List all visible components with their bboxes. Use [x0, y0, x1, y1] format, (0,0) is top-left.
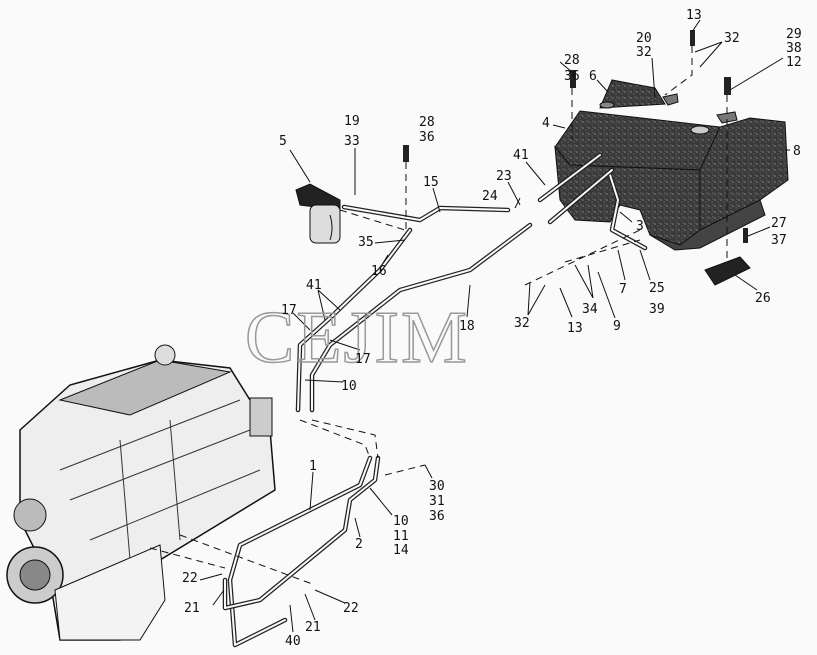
- callout-29: 29: [786, 27, 802, 42]
- callout-9: 9: [613, 319, 621, 334]
- callout-22: 22: [182, 571, 198, 586]
- dashed-assembly-lines: [149, 46, 728, 586]
- callout-1: 1: [309, 459, 317, 474]
- callout-36: 36: [429, 509, 445, 524]
- callout-15: 15: [423, 175, 439, 190]
- fuel-filter: [295, 183, 341, 244]
- callout-19: 19: [344, 114, 360, 129]
- leader-lines: [199, 19, 790, 633]
- callout-35: 35: [358, 235, 374, 250]
- callout-23: 23: [496, 169, 512, 184]
- callout-24: 24: [482, 189, 498, 204]
- callout-32: 32: [636, 45, 652, 60]
- callout-16: 16: [371, 264, 387, 279]
- callout-13: 13: [567, 321, 583, 336]
- callout-10: 10: [393, 514, 409, 529]
- fuel-lines: [222, 152, 648, 648]
- callout-21: 21: [184, 601, 200, 616]
- callout-7: 7: [619, 282, 627, 297]
- part-callouts: 13 28 36 6 20 32 32 29 38 12 4 8 19 33 2…: [182, 8, 802, 649]
- callout-38: 38: [786, 41, 802, 56]
- callout-22: 22: [343, 601, 359, 616]
- callout-32: 32: [514, 316, 530, 331]
- callout-33: 33: [344, 134, 360, 149]
- callout-14: 14: [393, 543, 409, 558]
- callout-28: 28: [419, 115, 435, 130]
- callout-13: 13: [686, 8, 702, 23]
- callout-12: 12: [786, 55, 802, 70]
- callout-11: 11: [393, 529, 409, 544]
- callout-2: 2: [355, 537, 363, 552]
- callout-26: 26: [755, 291, 771, 306]
- callout-5: 5: [279, 134, 287, 149]
- callout-20: 20: [636, 31, 652, 46]
- callout-21: 21: [305, 620, 321, 635]
- callout-32: 32: [724, 31, 740, 46]
- callout-41: 41: [306, 278, 322, 293]
- callout-4: 4: [542, 116, 550, 131]
- callout-3: 3: [636, 219, 644, 234]
- callout-10: 10: [341, 379, 357, 394]
- watermark: CEJIM: [245, 297, 469, 379]
- callout-25: 25: [649, 281, 665, 296]
- callout-40: 40: [285, 634, 301, 649]
- callout-27: 27: [771, 216, 787, 231]
- callout-8: 8: [793, 144, 801, 159]
- callout-17: 17: [281, 303, 297, 318]
- callout-34: 34: [582, 302, 598, 317]
- callout-36: 36: [419, 130, 435, 145]
- bolts: [403, 30, 748, 243]
- callout-28: 28: [564, 53, 580, 68]
- callout-36: 36: [564, 69, 580, 84]
- callout-41: 41: [513, 148, 529, 163]
- callout-30: 30: [429, 479, 445, 494]
- tank-pad: [704, 256, 751, 286]
- callout-18: 18: [459, 319, 475, 334]
- callout-31: 31: [429, 494, 445, 509]
- callout-39: 39: [649, 302, 665, 317]
- engine: [6, 344, 276, 641]
- callout-6: 6: [589, 69, 597, 84]
- callout-37: 37: [771, 233, 787, 248]
- callout-17: 17: [355, 352, 371, 367]
